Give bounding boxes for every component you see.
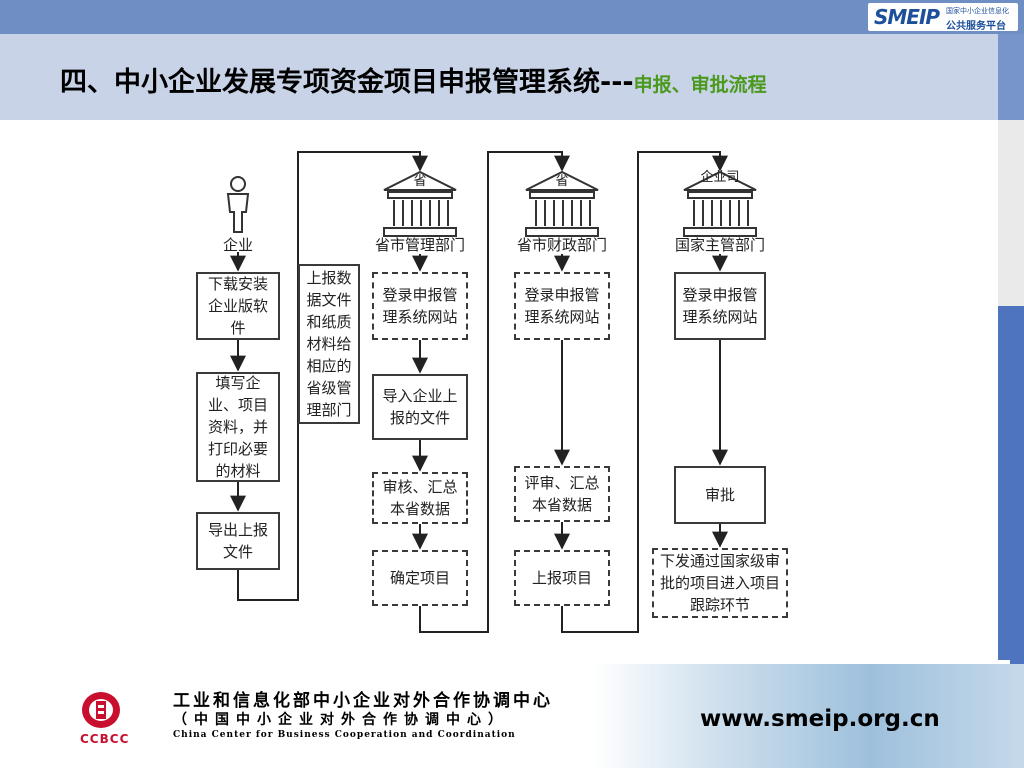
flow-diagram: 企业 省 省市管理部门 省 省市财政部门 企业司 国家主管部门 下载安装企业版软… [190, 142, 794, 642]
step-confirm-project: 确定项目 [372, 550, 468, 606]
org-name-cn-alt: （中国中小企业对外合作协调中心） [173, 712, 509, 728]
actor-top-label: 企业司 [700, 170, 740, 185]
step-national-login: 登录申报管理系统网站 [674, 272, 766, 340]
actor-top-label: 省 [413, 174, 427, 189]
step-approve: 审批 [674, 466, 766, 524]
submission-note: 上报数据文件和纸质材料给相应的省级管理部门 [298, 264, 360, 424]
actor-label-national: 国家主管部门 [674, 236, 766, 254]
government-building-icon [525, 170, 599, 237]
ccbcc-logo-text: CCBCC [80, 732, 130, 746]
slide-title: 四、中小企业发展专项资金项目申报管理系统---申报、审批流程 [60, 60, 767, 99]
org-name-en: China Center for Business Cooperation an… [173, 730, 516, 740]
government-building-icon [383, 170, 457, 237]
smeip-brand: SMEIP [874, 5, 940, 29]
step-evaluate-summarize: 评审、汇总本省数据 [514, 466, 610, 522]
smeip-logo: SMEIP 国家中小企业信息化 公共服务平台 [868, 3, 1018, 32]
top-bar: SMEIP 国家中小企业信息化 公共服务平台 [0, 0, 1024, 34]
step-export-file: 导出上报文件 [196, 512, 280, 570]
step-import-files: 导入企业上报的文件 [372, 374, 468, 440]
step-issue-tracking: 下发通过国家级审批的项目进入项目跟踪环节 [652, 548, 788, 618]
smeip-brand-line2: 公共服务平台 [946, 21, 1006, 32]
step-download-software: 下载安装企业版软件 [196, 272, 280, 340]
website-url[interactable]: www.smeip.org.cn [700, 706, 940, 732]
step-review-summarize: 审核、汇总本省数据 [372, 472, 468, 524]
actor-label-province-admin: 省市管理部门 [374, 236, 466, 254]
government-building-icon [683, 170, 757, 237]
step-submit-project: 上报项目 [514, 550, 610, 606]
actor-label-province-finance: 省市财政部门 [516, 236, 608, 254]
footer: CCBCC 工业和信息化部中小企业对外合作协调中心 （中国中小企业对外合作协调中… [0, 664, 1024, 768]
step-fill-materials: 填写企业、项目资料，并打印必要的材料 [196, 372, 280, 482]
actor-top-label: 省 [555, 174, 569, 189]
ccbcc-seal-icon [82, 692, 120, 728]
slide-title-sub: 申报、审批流程 [633, 74, 767, 96]
slide-title-main: 四、中小企业发展专项资金项目申报管理系统--- [60, 67, 634, 98]
flow-connectors [226, 151, 757, 633]
smeip-brand-line1: 国家中小企业信息化 [946, 7, 1009, 15]
step-admin-login: 登录申报管理系统网站 [372, 272, 468, 340]
title-bar [0, 34, 1000, 120]
actor-label-enterprise: 企业 [222, 236, 254, 254]
org-name-cn: 工业和信息化部中小企业对外合作协调中心 [173, 691, 553, 711]
person-icon [226, 176, 250, 233]
step-finance-login: 登录申报管理系统网站 [514, 272, 610, 340]
right-decor-strip [998, 34, 1024, 664]
